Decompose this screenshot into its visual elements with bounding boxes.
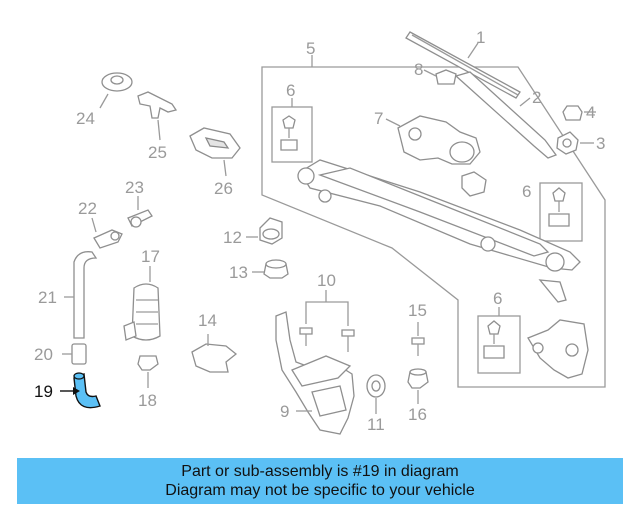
callout-21: 21	[38, 288, 57, 307]
part-19-elbow-hose[interactable]	[60, 372, 101, 409]
part-6-bolt-a[interactable]	[280, 115, 298, 151]
callout-10: 10	[317, 271, 336, 290]
part-24-grommet[interactable]	[99, 72, 133, 109]
part-8-cap[interactable]	[423, 69, 457, 85]
part-10-bolts[interactable]	[299, 290, 355, 352]
callout-20: 20	[34, 345, 53, 364]
assembly-5-outline	[261, 66, 606, 388]
callout-11: 11	[367, 415, 385, 434]
part-15-bolt[interactable]	[411, 322, 425, 356]
callout-19: 19	[34, 382, 53, 401]
callout-9: 9	[280, 402, 289, 421]
part-9-washer-reservoir[interactable]	[275, 311, 355, 435]
callout-3: 3	[596, 134, 605, 153]
part-7-wiper-motor[interactable]	[385, 115, 481, 165]
part-11-grommet[interactable]	[366, 374, 386, 414]
callout-23: 23	[125, 178, 144, 197]
part-6-inset-a	[271, 106, 313, 163]
callout-1: 1	[476, 28, 485, 47]
part-21-hose[interactable]	[64, 251, 98, 339]
callout-2: 2	[532, 88, 541, 107]
part-26-module[interactable]	[189, 127, 241, 177]
info-banner: Part or sub-assembly is #19 in diagram D…	[17, 458, 623, 504]
part-22-connector[interactable]	[91, 217, 123, 249]
callout-26: 26	[214, 179, 233, 198]
callout-22: 22	[78, 199, 97, 218]
part-17-washer-pump[interactable]	[123, 266, 161, 341]
part-5-bracket[interactable]	[527, 319, 589, 379]
callout-12: 12	[223, 228, 242, 247]
part-20-hose-piece[interactable]	[62, 343, 87, 365]
part-25-bracket[interactable]	[137, 91, 178, 141]
banner-line-1: Part or sub-assembly is #19 in diagram	[181, 463, 459, 480]
part-5-wiper-linkage[interactable]	[297, 159, 581, 303]
part-16-grommet[interactable]	[407, 368, 429, 404]
part-4-cap[interactable]	[562, 105, 596, 121]
callout-8: 8	[414, 60, 423, 79]
callout-7: 7	[374, 109, 383, 128]
part-6-bolt-c[interactable]	[483, 320, 505, 359]
callout-13: 13	[229, 263, 248, 282]
callout-5: 5	[306, 39, 315, 58]
callout-15: 15	[408, 301, 427, 320]
part-6-inset-b	[539, 182, 583, 242]
part-12-clip[interactable]	[246, 217, 283, 245]
callout-16: 16	[408, 405, 427, 424]
callout-18: 18	[138, 391, 157, 410]
part-6-bolt-b[interactable]	[548, 187, 570, 227]
part-14-bracket[interactable]	[191, 334, 238, 373]
callout-24: 24	[76, 109, 95, 128]
part-1-wiper-blade[interactable]	[405, 31, 521, 99]
part-3-nut[interactable]	[556, 131, 594, 155]
callout-6a: 6	[286, 81, 295, 100]
callout-4: 4	[586, 103, 595, 122]
part-13-grommet[interactable]	[252, 259, 289, 279]
part-18-grommet[interactable]	[137, 355, 159, 388]
callout-17: 17	[141, 247, 160, 266]
part-23-connector[interactable]	[127, 196, 153, 228]
callout-25: 25	[148, 143, 167, 162]
part-2-wiper-arm[interactable]	[454, 71, 558, 159]
banner-line-2: Diagram may not be specific to your vehi…	[165, 482, 475, 499]
callout-6b: 6	[522, 182, 531, 201]
callout-14: 14	[198, 311, 217, 330]
callout-6c: 6	[493, 289, 502, 308]
